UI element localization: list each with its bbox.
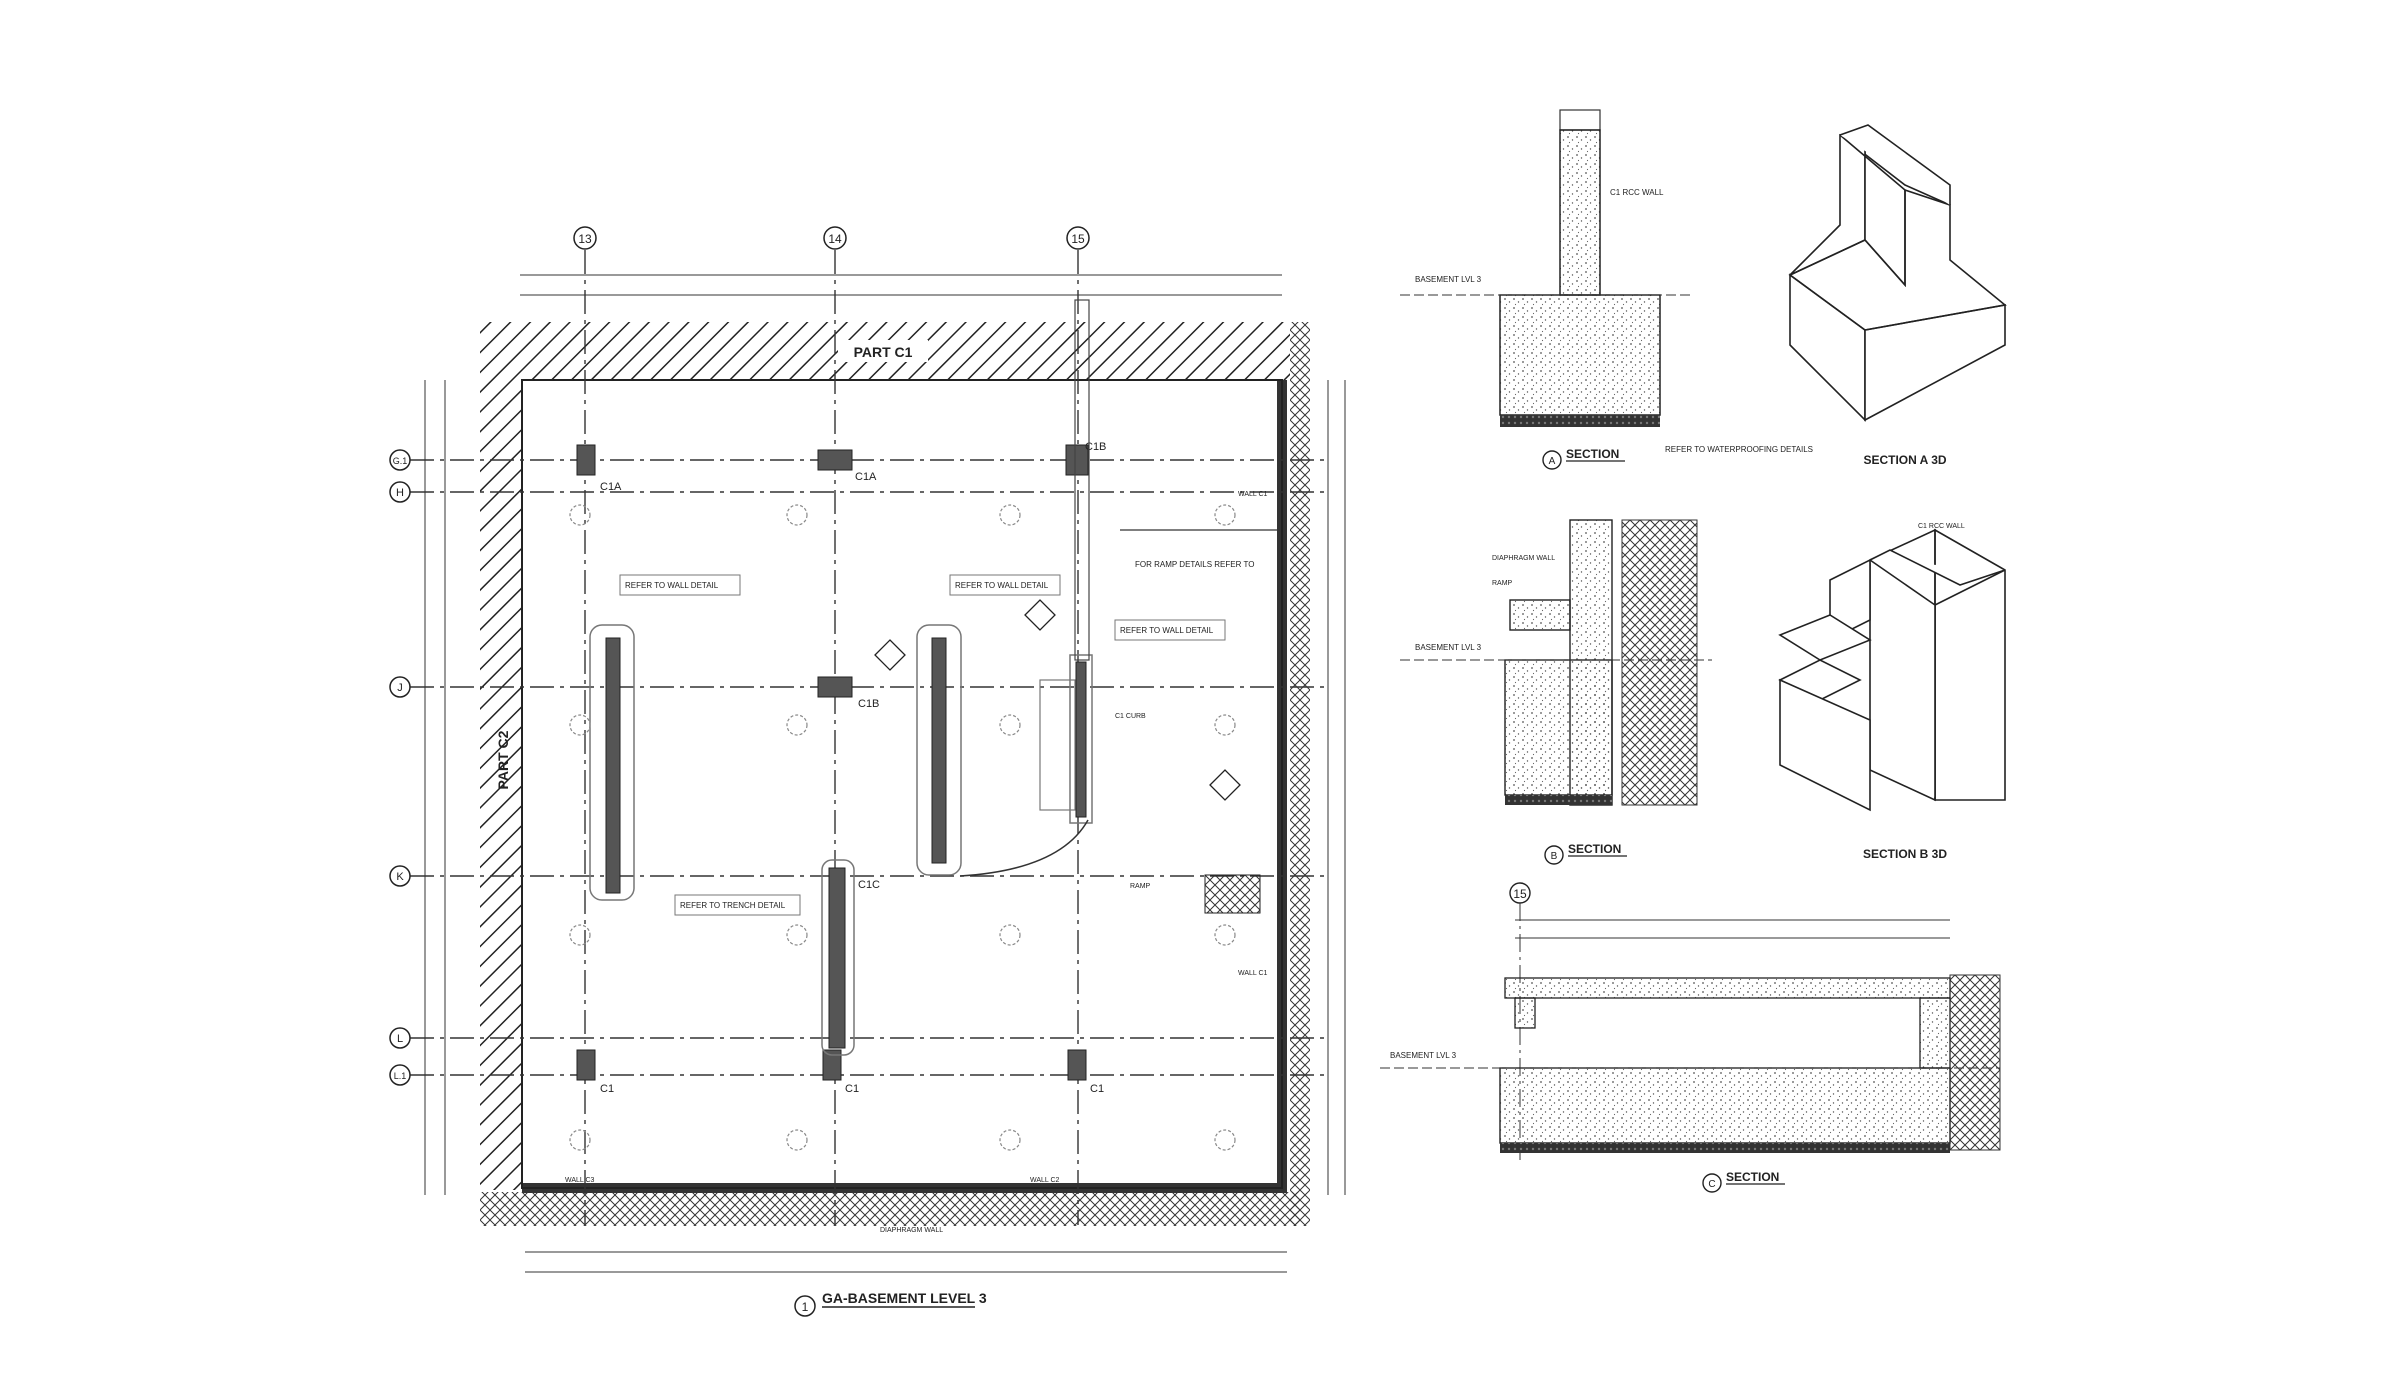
section-a-wall-label: C1 RCC WALL — [1610, 188, 1664, 197]
section-c-dwall — [1949, 974, 2001, 1151]
grid-row-l: L — [397, 1033, 403, 1045]
plan-title-block: 1 GA-BASEMENT LEVEL 3 — [794, 1290, 987, 1317]
grid-row-k: K — [396, 871, 404, 883]
wall-edge — [522, 380, 1287, 1193]
section-b-ramp-label: RAMP — [1492, 580, 1513, 587]
section-b-dwall — [1621, 519, 1698, 806]
part-label-top-bg — [838, 340, 928, 362]
columns — [576, 444, 1089, 1081]
trench — [828, 867, 846, 1049]
part-label-left: PART C2 — [495, 730, 511, 789]
plan-title: GA-BASEMENT LEVEL 3 — [822, 1290, 987, 1306]
plan-number: 1 — [802, 1300, 809, 1314]
section-b-title: SECTION — [1568, 842, 1621, 856]
ramp-edge-wall — [1074, 299, 1090, 661]
label-wall-c1-bottom: WALL C1 — [1238, 970, 1268, 977]
part-label-top: PART C1 — [854, 344, 913, 360]
column-label-c1a-1: C1A — [600, 481, 622, 493]
label-ramp: RAMP — [1130, 883, 1151, 890]
section-a-footing — [1499, 294, 1661, 416]
curb-outline — [1039, 679, 1076, 811]
label-wall-c3: WALL C3 — [565, 1177, 595, 1184]
walls — [589, 299, 1093, 1056]
wall-outline-1 — [589, 624, 635, 901]
wall-outline-2 — [916, 624, 962, 876]
section-c-level: BASEMENT LVL 3 — [1390, 1051, 1457, 1060]
section-b-letter: B — [1551, 851, 1558, 862]
column-label-c1-3: C1 — [1090, 1083, 1104, 1095]
grid-row-h: H — [396, 487, 404, 499]
callout-wall-detail-1: REFER TO WALL DETAIL — [625, 581, 719, 590]
section-b-3d-label: SECTION B 3D — [1863, 847, 1947, 861]
section-b-3d-wall-label: C1 RCC WALL — [1918, 523, 1965, 530]
column-label-c1-2: C1 — [845, 1083, 859, 1095]
grid-bubbles-columns: 13 14 15 — [573, 226, 1090, 250]
section-b: BASEMENT LVL 3 DIAPHRAGM WALL RAMP B SEC… — [1400, 519, 1712, 865]
section-a-waterproofing — [1500, 415, 1660, 427]
section-c-top-slab — [1504, 977, 1951, 999]
grid-bubbles-rows: G.1 H J K L L.1 — [389, 449, 411, 1086]
callouts: REFER TO WALL DETAIL REFER TO WALL DETAI… — [565, 491, 1268, 1234]
piles — [569, 504, 1236, 1151]
wall-2 — [931, 637, 947, 864]
label-wall-c1-top: WALL C1 — [1238, 491, 1268, 498]
label-c1-curb: C1 CURB — [1115, 713, 1146, 720]
section-markers — [874, 599, 1241, 801]
callout-wall-detail-2: REFER TO WALL DETAIL — [955, 581, 1049, 590]
section-b-3d — [1778, 528, 2006, 812]
diaphragm-wall-bottom — [480, 1192, 1300, 1226]
section-b-footing — [1504, 659, 1613, 796]
grid-row-l1: L.1 — [394, 1071, 407, 1081]
grid-col-13: 13 — [578, 232, 592, 246]
section-a: BASEMENT LVL 3 C1 RCC WALL REFER TO WATE… — [1400, 109, 1813, 470]
label-diaphragm-wall: DIAPHRAGM WALL — [880, 1227, 943, 1234]
section-c-base-slab — [1499, 1067, 1951, 1144]
column-label-c1c: C1C — [858, 879, 880, 891]
section-c-grid: 15 — [1513, 887, 1527, 901]
column-labels: C1A C1A C1B C1B C1C C1 C1 C1 — [600, 441, 1106, 1095]
dimension-lines — [424, 274, 1346, 1273]
trench-outline — [821, 859, 855, 1056]
wall-3 — [1075, 661, 1087, 818]
section-a-3d — [1788, 124, 2007, 422]
section-a-wall — [1559, 129, 1601, 296]
label-wall-c2: WALL C2 — [1030, 1177, 1060, 1184]
grid-col-14: 14 — [828, 232, 842, 246]
section-c-title: SECTION — [1726, 1170, 1779, 1184]
wall-1 — [605, 637, 621, 894]
ramp-block — [1204, 874, 1261, 914]
section-a-level: BASEMENT LVL 3 — [1415, 275, 1482, 284]
section-a-3d-label: SECTION A 3D — [1863, 453, 1946, 467]
section-a-waterproof-label: REFER TO WATERPROOFING DETAILS — [1665, 445, 1813, 454]
slab-outline — [521, 379, 1283, 1189]
section-b-level: BASEMENT LVL 3 — [1415, 643, 1482, 652]
callout-trench-detail: REFER TO TRENCH DETAIL — [680, 901, 786, 910]
grid-col-15: 15 — [1071, 232, 1085, 246]
section-a-title: SECTION — [1566, 447, 1619, 461]
callout-ramp-details: FOR RAMP DETAILS REFER TO — [1135, 560, 1254, 569]
hatch-band-left — [480, 380, 522, 1190]
section-b-dwall-label: DIAPHRAGM WALL — [1492, 555, 1555, 562]
plan-view: PART C1 PART C2 13 14 15 G.1 — [389, 226, 1346, 1317]
column-label-c1a-2: C1A — [855, 471, 877, 483]
callout-wall-detail-3: REFER TO WALL DETAIL — [1120, 626, 1214, 635]
wall-outline-3 — [1069, 654, 1093, 824]
grid-lines — [410, 250, 1330, 1225]
section-a-letter: A — [1549, 456, 1556, 467]
column-label-c1b-1: C1B — [858, 698, 879, 710]
section-c: 15 BASEMENT LVL 3 C SECTION — [1380, 882, 2001, 1193]
grid-row-j: J — [397, 682, 403, 694]
ramp-curve — [959, 819, 1089, 877]
column-label-c1-1: C1 — [600, 1083, 614, 1095]
diaphragm-wall-right — [1290, 322, 1310, 1226]
section-c-letter: C — [1708, 1179, 1715, 1190]
grid-row-g1: G.1 — [393, 456, 408, 466]
column-label-c1b-2: C1B — [1085, 441, 1106, 453]
section-b-ramp — [1509, 599, 1571, 631]
